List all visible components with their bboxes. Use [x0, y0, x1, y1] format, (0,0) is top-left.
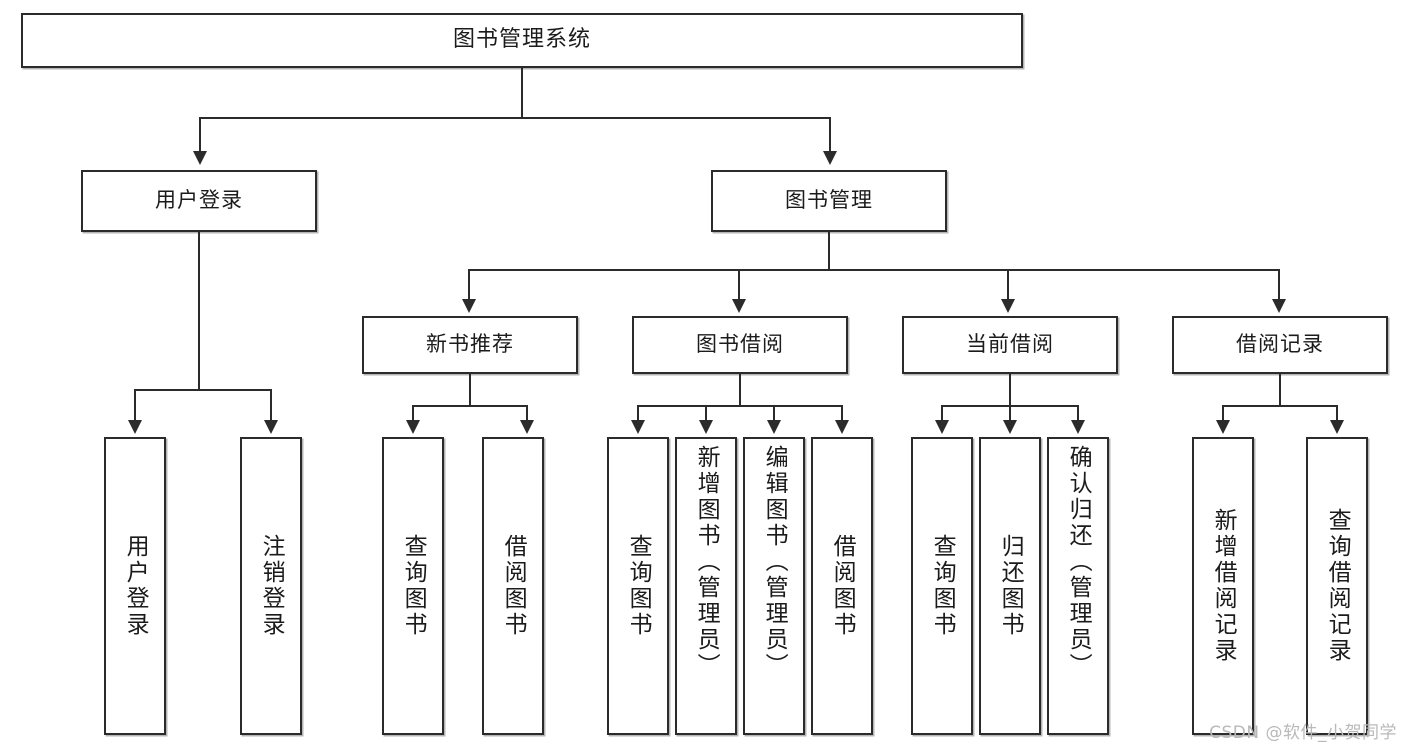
- node-leaf-borrow-book-1[interactable]: 借阅图书: [482, 437, 544, 735]
- connector-bb-to-leaf-3: [773, 405, 775, 422]
- connector-new-book-bus: [412, 405, 528, 407]
- node-leaf-return-book[interactable]: 归还图书: [979, 437, 1041, 735]
- connector-bb-to-leaf-1: [637, 405, 639, 422]
- connector-user-login-to-leaf-1: [134, 389, 136, 422]
- node-label: 借阅图书: [829, 534, 856, 638]
- node-leaf-query-record[interactable]: 查询借阅记录: [1306, 437, 1368, 735]
- node-new-book-recommend[interactable]: 新书推荐: [362, 316, 578, 374]
- node-leaf-add-book[interactable]: 新增图书（管理员）: [675, 437, 737, 735]
- node-leaf-logout[interactable]: 注销登录: [240, 437, 302, 735]
- node-leaf-query-book-2[interactable]: 查询图书: [607, 437, 669, 735]
- connector-book-borrow-bus: [637, 405, 843, 407]
- connector-new-book-stem: [469, 374, 471, 406]
- arrowhead-bm-to-borrow-record: [1272, 299, 1286, 313]
- node-book-management[interactable]: 图书管理: [711, 170, 947, 232]
- node-label: 用户登录: [122, 534, 149, 638]
- arrowhead-user-login-to-leaf-2: [264, 420, 278, 434]
- connector-br-to-leaf-2: [1336, 405, 1338, 422]
- arrowhead-root-to-user-login: [193, 151, 207, 165]
- node-leaf-edit-book[interactable]: 编辑图书（管理员）: [743, 437, 805, 735]
- connector-cb-to-leaf-1: [941, 405, 943, 422]
- node-label: 查询图书: [625, 534, 652, 638]
- node-label: 新书推荐: [426, 332, 514, 357]
- arrowhead-bm-to-book-borrow: [732, 299, 746, 313]
- node-label: 当前借阅: [966, 332, 1054, 357]
- node-book-borrow[interactable]: 图书借阅: [632, 316, 848, 374]
- arrowhead-bb-to-leaf-4: [835, 420, 849, 434]
- connector-bb-to-leaf-2: [705, 405, 707, 422]
- connector-new-book-to-leaf-2: [526, 405, 528, 422]
- connector-user-login-stem: [198, 232, 200, 390]
- node-current-borrow[interactable]: 当前借阅: [902, 316, 1118, 374]
- connector-cb-to-leaf-2: [1009, 405, 1011, 422]
- node-label: 新增图书（管理员）: [693, 445, 720, 679]
- connector-book-borrow-stem: [739, 374, 741, 406]
- arrowhead-bb-to-leaf-2: [699, 420, 713, 434]
- arrowhead-bm-to-current-borrow: [1001, 299, 1015, 313]
- connector-root-to-book-management: [829, 117, 831, 151]
- arrowhead-bb-to-leaf-3: [767, 420, 781, 434]
- connector-root-to-user-login: [199, 117, 201, 151]
- arrowhead-bb-to-leaf-1: [631, 420, 645, 434]
- node-leaf-query-book-1[interactable]: 查询图书: [382, 437, 444, 735]
- node-label: 借阅图书: [500, 534, 527, 638]
- connector-book-management-stem: [828, 232, 830, 270]
- node-label: 图书管理系统: [452, 27, 591, 53]
- connector-bb-to-leaf-4: [841, 405, 843, 422]
- connector-root-bus: [199, 117, 831, 119]
- arrowhead-user-login-to-leaf-1: [128, 420, 142, 434]
- node-label: 用户登录: [155, 188, 243, 213]
- node-borrow-record[interactable]: 借阅记录: [1172, 316, 1388, 374]
- arrowhead-br-to-leaf-2: [1330, 420, 1344, 434]
- node-label: 归还图书: [997, 534, 1024, 638]
- node-label: 图书借阅: [696, 332, 784, 357]
- node-leaf-confirm-return[interactable]: 确认归还（管理员）: [1047, 437, 1109, 735]
- node-label: 编辑图书（管理员）: [761, 445, 788, 679]
- connector-borrow-record-bus: [1222, 405, 1338, 407]
- node-leaf-query-book-3[interactable]: 查询图书: [911, 437, 973, 735]
- node-label: 新增借阅记录: [1210, 508, 1237, 664]
- arrowhead-cb-to-leaf-2: [1003, 420, 1017, 434]
- node-label: 查询图书: [400, 534, 427, 638]
- connector-new-book-to-leaf-1: [412, 405, 414, 422]
- connector-user-login-to-leaf-2: [270, 389, 272, 422]
- node-label: 确认归还（管理员）: [1065, 445, 1092, 679]
- arrowhead-cb-to-leaf-1: [935, 420, 949, 434]
- connector-root-stem: [521, 68, 523, 118]
- connector-bm-to-current-borrow: [1007, 269, 1009, 301]
- node-label: 查询借阅记录: [1324, 508, 1351, 664]
- node-leaf-borrow-book-2[interactable]: 借阅图书: [811, 437, 873, 735]
- connector-user-login-bus: [134, 389, 272, 391]
- arrowhead-new-book-to-leaf-1: [406, 420, 420, 434]
- connector-bm-to-book-borrow: [738, 269, 740, 301]
- node-root-book-management-system[interactable]: 图书管理系统: [21, 13, 1023, 68]
- connector-book-management-bus: [468, 269, 1280, 271]
- node-label: 图书管理: [785, 188, 873, 213]
- node-leaf-add-record[interactable]: 新增借阅记录: [1192, 437, 1254, 735]
- arrowhead-new-book-to-leaf-2: [520, 420, 534, 434]
- connector-current-borrow-stem: [1009, 374, 1011, 406]
- node-label: 借阅记录: [1236, 332, 1324, 357]
- node-label: 查询图书: [929, 534, 956, 638]
- connector-bm-to-borrow-record: [1278, 269, 1280, 301]
- node-user-login[interactable]: 用户登录: [81, 170, 317, 232]
- arrowhead-bm-to-new-book: [462, 299, 476, 313]
- node-label: 注销登录: [258, 534, 285, 638]
- connector-bm-to-new-book: [468, 269, 470, 301]
- connector-br-to-leaf-1: [1222, 405, 1224, 422]
- connector-borrow-record-stem: [1279, 374, 1281, 406]
- arrowhead-root-to-book-management: [823, 151, 837, 165]
- connector-cb-to-leaf-3: [1077, 405, 1079, 422]
- node-leaf-user-login[interactable]: 用户登录: [104, 437, 166, 735]
- arrowhead-cb-to-leaf-3: [1071, 420, 1085, 434]
- arrowhead-br-to-leaf-1: [1216, 420, 1230, 434]
